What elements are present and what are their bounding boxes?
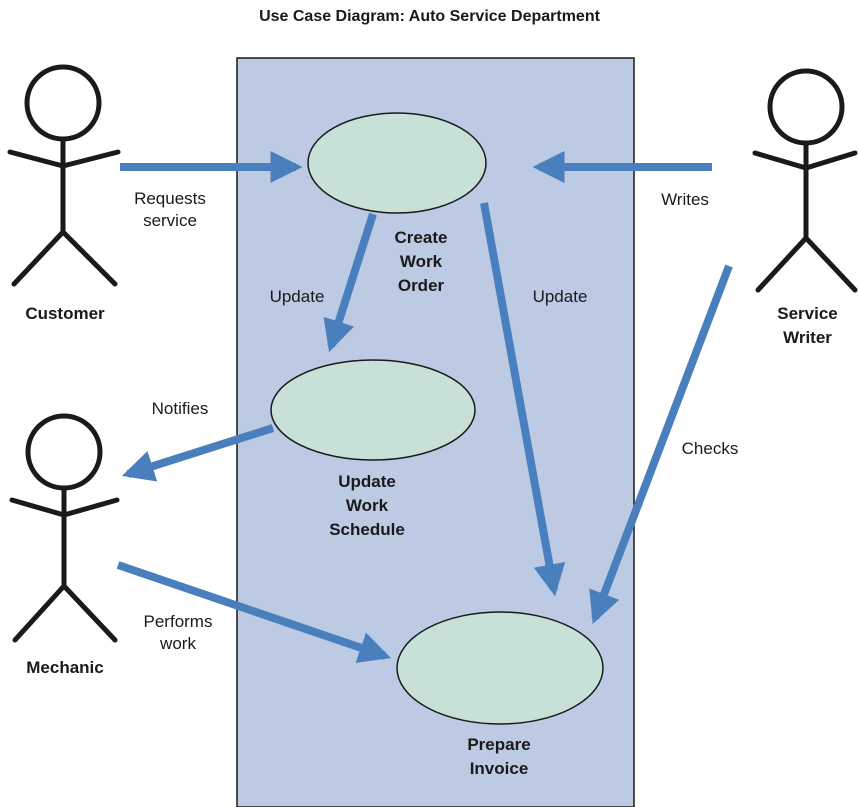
label-update-schedule: Update	[269, 287, 325, 306]
arrow-checks	[589, 264, 733, 624]
arrow-update-invoice	[480, 202, 566, 597]
label-performs-work: Performs work	[143, 612, 213, 653]
use-case-label-prepare-invoice: Prepare Invoice	[467, 735, 531, 778]
actor-label-service-writer: Service Writer	[777, 304, 838, 347]
use-case-update-work-schedule[interactable]	[270, 359, 476, 461]
arrow-performs-work	[116, 561, 392, 663]
mechanic-actor-icon[interactable]	[9, 413, 120, 643]
label-notifies: Notifies	[151, 399, 209, 418]
label-update-invoice: Update	[532, 287, 588, 306]
diagram-title: Use Case Diagram: Auto Service Departmen…	[259, 8, 600, 25]
use-case-create-work-order[interactable]	[307, 112, 487, 214]
use-case-prepare-invoice[interactable]	[396, 611, 604, 725]
label-checks: Checks	[681, 439, 739, 458]
use-case-label-update-work-schedule: Update Work Schedule	[329, 472, 405, 539]
label-writes: Writes	[661, 190, 709, 209]
arrow-update-schedule	[323, 212, 377, 353]
service-writer-actor-icon[interactable]	[752, 68, 858, 293]
actor-label-customer: Customer	[25, 304, 105, 323]
label-requests-service: Requests service	[134, 189, 206, 230]
customer-actor-icon[interactable]	[7, 64, 121, 287]
actor-label-mechanic: Mechanic	[26, 658, 104, 677]
arrow-notifies	[121, 424, 275, 482]
use-case-label-create-work-order: Create Work Order	[394, 228, 448, 295]
